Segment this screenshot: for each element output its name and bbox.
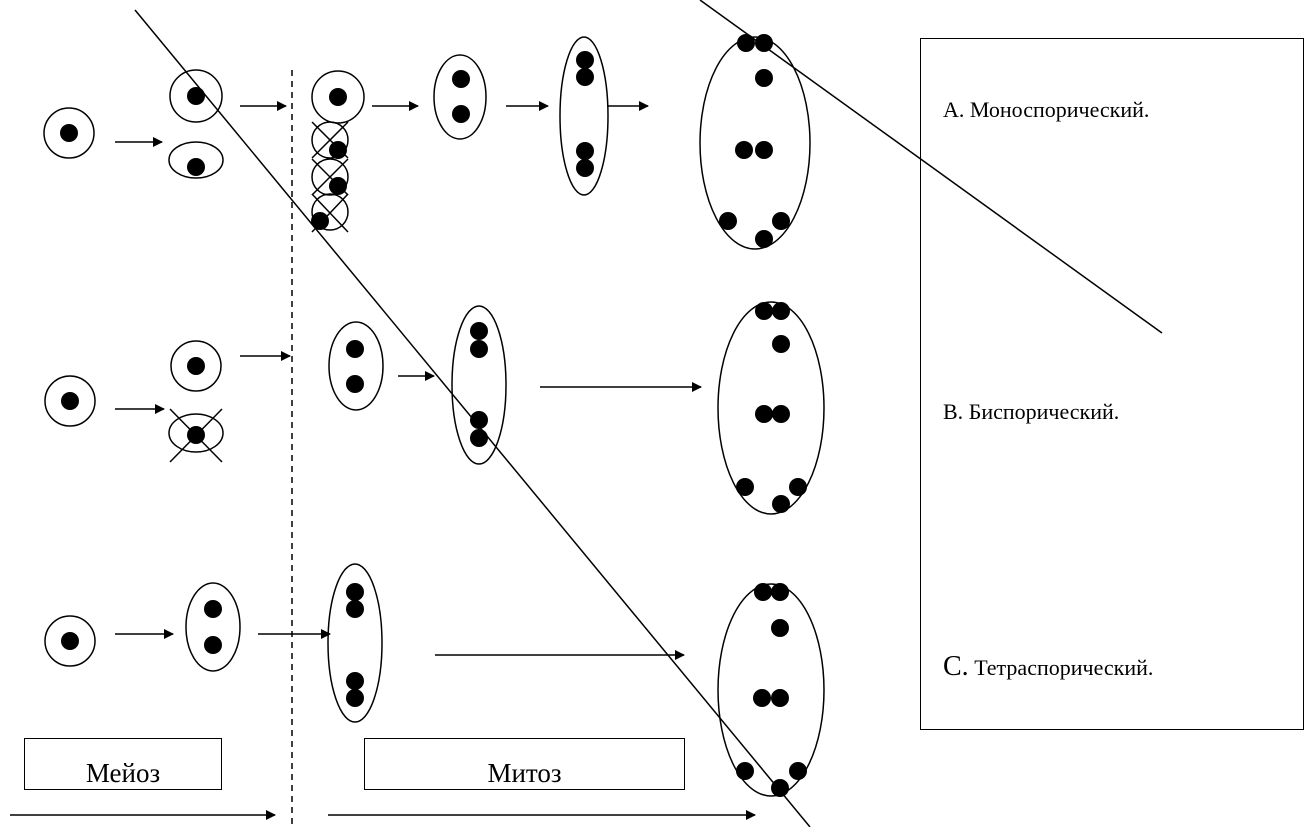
meiosis-label-box: Мейоз <box>24 738 222 790</box>
nuclei <box>60 34 807 797</box>
nucleus <box>346 672 364 690</box>
nucleus <box>737 34 755 52</box>
dyad-cell-lower <box>168 141 224 179</box>
nucleus <box>329 88 347 106</box>
option-c-letter: С. <box>943 651 969 682</box>
nucleus <box>755 405 773 423</box>
degenerating-megaspore <box>311 121 349 159</box>
row-tetrasporic <box>44 563 825 797</box>
nucleus <box>576 51 594 69</box>
mitosis-label: Митоз <box>487 758 562 788</box>
option-b: B. Биспорический. <box>943 399 1119 425</box>
cross-mark <box>311 121 349 159</box>
four-nucleate-stage <box>451 305 507 465</box>
megaspore-mother-cell <box>44 615 96 667</box>
two-nucleate-stage <box>185 582 241 672</box>
two-nucleate-stage <box>433 54 487 140</box>
nucleus <box>204 636 222 654</box>
four-nucleate-stage <box>327 563 383 723</box>
option-a: A. Моноспорический. <box>943 97 1149 123</box>
nucleus <box>61 392 79 410</box>
meiosis-label: Мейоз <box>85 758 161 788</box>
nucleus <box>346 375 364 393</box>
degenerating-megaspore <box>311 158 349 196</box>
option-b-letter: B. <box>943 399 964 424</box>
degenerating-megaspore <box>311 193 349 231</box>
nucleus <box>755 141 773 159</box>
nucleus <box>755 230 773 248</box>
nucleus <box>576 142 594 160</box>
nucleus <box>736 478 754 496</box>
nucleus <box>204 600 222 618</box>
nucleus <box>60 124 78 142</box>
nucleus <box>452 70 470 88</box>
nucleus <box>719 212 737 230</box>
mature-embryo-sac <box>717 583 825 797</box>
nucleus <box>772 495 790 513</box>
option-a-text: Моноспорический. <box>964 97 1150 122</box>
nucleus <box>772 302 790 320</box>
answer-options-box: A. Моноспорический. B. Биспорический. С.… <box>920 38 1304 730</box>
nucleus <box>736 762 754 780</box>
nucleus <box>329 177 347 195</box>
dyad-cell-upper <box>170 340 222 392</box>
nucleus <box>61 632 79 650</box>
mitosis-label-box: Митоз <box>364 738 685 790</box>
four-nucleate-stage <box>559 36 609 196</box>
dyad-cell-lower <box>168 413 224 453</box>
nucleus <box>187 87 205 105</box>
mature-embryo-sac <box>699 36 811 250</box>
functional-megaspore <box>311 70 365 124</box>
nucleus <box>772 335 790 353</box>
nucleus <box>470 322 488 340</box>
nucleus <box>346 689 364 707</box>
nucleus <box>771 779 789 797</box>
cross-mark <box>311 158 349 196</box>
row-bisporic <box>44 301 825 515</box>
nucleus <box>452 105 470 123</box>
nucleus <box>311 212 329 230</box>
nucleus <box>735 141 753 159</box>
megaspore-mother-cell <box>43 107 95 159</box>
nucleus <box>576 68 594 86</box>
nucleus <box>772 212 790 230</box>
nucleus <box>346 583 364 601</box>
nucleus <box>470 429 488 447</box>
nucleus <box>771 689 789 707</box>
nucleus <box>789 762 807 780</box>
nucleus <box>470 340 488 358</box>
option-c-text: Тетраспорический. <box>968 655 1154 680</box>
mature-embryo-sac <box>717 301 825 515</box>
nucleus <box>753 689 771 707</box>
option-a-letter: A. <box>943 97 965 122</box>
nucleus <box>771 619 789 637</box>
nucleus <box>346 600 364 618</box>
nucleus <box>772 405 790 423</box>
nucleus <box>755 69 773 87</box>
nucleus <box>187 158 205 176</box>
nucleus <box>755 302 773 320</box>
nucleus <box>470 411 488 429</box>
dyad-cell-upper <box>169 69 223 123</box>
row-monosporic <box>43 36 811 250</box>
megaspore-mother-cell <box>44 375 96 427</box>
nucleus <box>329 141 347 159</box>
option-b-text: Биспорический. <box>963 399 1120 424</box>
option-c: С. Тетраспорический. <box>943 651 1153 683</box>
nucleus <box>576 159 594 177</box>
nucleus <box>187 357 205 375</box>
nucleus <box>789 478 807 496</box>
nucleus <box>755 34 773 52</box>
strike-line <box>699 0 1163 334</box>
nucleus <box>346 340 364 358</box>
two-nucleate-stage <box>328 321 384 411</box>
nucleus <box>187 426 205 444</box>
nucleus <box>754 583 772 601</box>
nucleus <box>771 583 789 601</box>
